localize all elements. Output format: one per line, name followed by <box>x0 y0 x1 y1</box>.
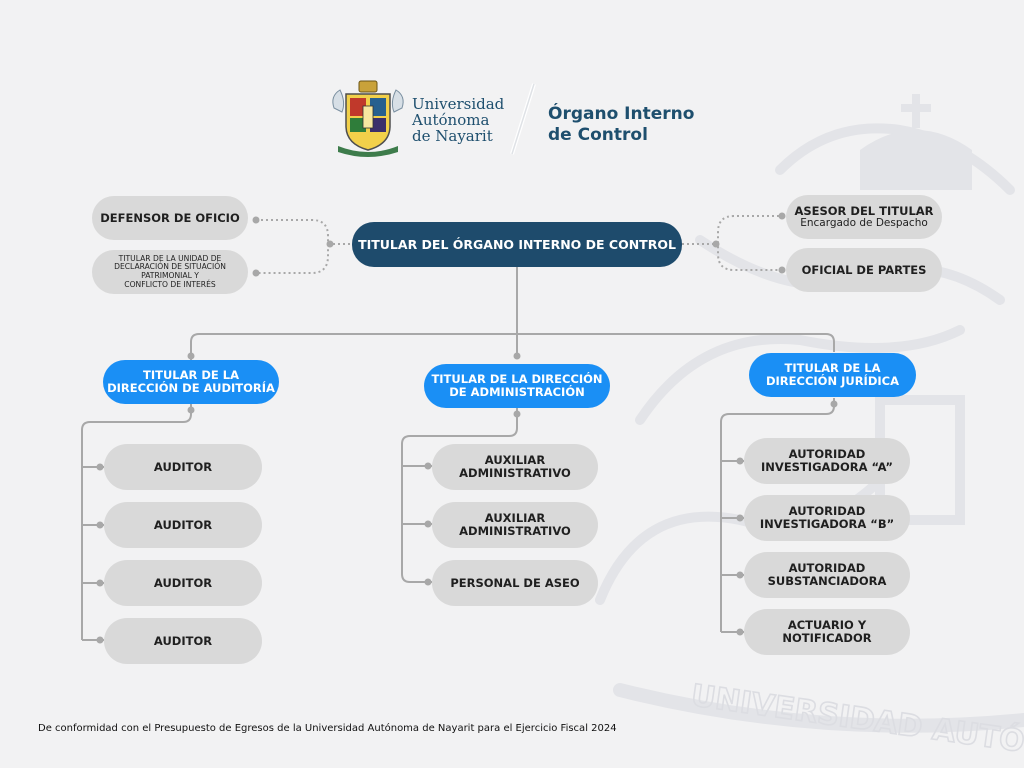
node-auxiliar-administrativo: AUXILIAR ADMINISTRATIVO <box>432 502 598 548</box>
node-label: AUDITOR <box>153 459 213 474</box>
node-auditor: AUDITOR <box>104 618 262 664</box>
node-autoridad-substanciadora: AUTORIDAD SUBSTANCIADORA <box>744 552 910 598</box>
node-direccion-juridica: TITULAR DE LA DIRECCIÓN JURÍDICA <box>749 353 916 397</box>
node-label: DIRECCIÓN JURÍDICA <box>765 374 899 388</box>
node-auditor: AUDITOR <box>104 502 262 548</box>
node-label: DEFENSOR DE OFICIO <box>100 210 240 225</box>
node-sublabel: Encargado de Despacho <box>800 217 928 229</box>
node-label: TITULAR DEL ÓRGANO INTERNO DE CONTROL <box>358 237 676 252</box>
node-asesor-del-titular: ASESOR DEL TITULAR Encargado de Despacho <box>786 195 942 239</box>
node-label: CONFLICTO DE INTERÉS <box>124 279 216 289</box>
node-label: OFICIAL DE PARTES <box>801 262 927 277</box>
divider-slash <box>510 83 536 155</box>
university-shield-icon <box>332 80 404 157</box>
node-label: AUDITOR <box>153 633 213 648</box>
node-label: SUBSTANCIADORA <box>767 574 887 588</box>
node-label: TITULAR DE LA UNIDAD DE <box>118 253 222 263</box>
node-label: PERSONAL DE ASEO <box>450 575 580 590</box>
node-direccion-auditoria: TITULAR DE LA DIRECCIÓN DE AUDITORÍA <box>103 360 279 404</box>
node-auditor: AUDITOR <box>104 444 262 490</box>
node-label: AUTORIDAD <box>788 447 866 461</box>
node-direccion-administracion: TITULAR DE LA DIRECCIÓN DE ADMINISTRACIÓ… <box>424 364 610 408</box>
node-label: NOTIFICADOR <box>782 631 872 645</box>
node-defensor-de-oficio: DEFENSOR DE OFICIO <box>92 196 248 240</box>
node-label: TITULAR DE LA DIRECCIÓN <box>431 372 603 386</box>
node-titular-unidad-declaracion: TITULAR DE LA UNIDAD DE DECLARACIÓN DE S… <box>92 250 248 294</box>
university-name-line: Universidad <box>412 95 505 113</box>
department-name-line: Órgano Interno <box>548 104 695 124</box>
university-name: Universidad Autónoma de Nayarit <box>412 96 504 144</box>
node-label: ADMINISTRATIVO <box>459 466 571 480</box>
university-name-line: Autónoma <box>412 111 490 129</box>
node-label: AUTORIDAD <box>788 561 866 575</box>
node-autoridad-investigadora-a: AUTORIDAD INVESTIGADORA “A” <box>744 438 910 484</box>
node-autoridad-investigadora-b: AUTORIDAD INVESTIGADORA “B” <box>744 495 910 541</box>
footnote: De conformidad con el Presupuesto de Egr… <box>38 723 617 734</box>
node-titular-oic: TITULAR DEL ÓRGANO INTERNO DE CONTROL <box>352 222 682 267</box>
node-label: DE ADMINISTRACIÓN <box>449 385 585 399</box>
node-label: AUTORIDAD <box>788 504 866 518</box>
node-personal-de-aseo: PERSONAL DE ASEO <box>432 560 598 606</box>
department-name: Órgano Interno de Control <box>548 104 694 146</box>
node-label: DECLARACIÓN DE SITUACIÓN <box>114 262 226 272</box>
node-label: ACTUARIO Y <box>787 618 867 632</box>
node-actuario-y-notificador: ACTUARIO Y NOTIFICADOR <box>744 609 910 655</box>
university-name-line: de Nayarit <box>412 127 493 145</box>
node-label: AUDITOR <box>153 575 213 590</box>
node-label: TITULAR DE LA <box>784 361 881 375</box>
node-label: DIRECCIÓN DE AUDITORÍA <box>107 381 275 395</box>
node-oficial-de-partes: OFICIAL DE PARTES <box>786 248 942 292</box>
department-name-line: de Control <box>548 125 648 145</box>
node-label: AUDITOR <box>153 517 213 532</box>
node-label: PATRIMONIAL Y <box>141 271 199 280</box>
header-logo: Universidad Autónoma de Nayarit Órgano I… <box>328 78 708 160</box>
node-auditor: AUDITOR <box>104 560 262 606</box>
node-auxiliar-administrativo: AUXILIAR ADMINISTRATIVO <box>432 444 598 490</box>
node-label: AUXILIAR <box>484 511 546 525</box>
node-label: INVESTIGADORA “B” <box>759 517 895 531</box>
node-label: ASESOR DEL TITULAR <box>794 204 934 218</box>
node-label: INVESTIGADORA “A” <box>761 460 893 474</box>
node-label: AUXILIAR <box>484 453 546 467</box>
node-label: ADMINISTRATIVO <box>459 524 571 538</box>
node-label: TITULAR DE LA <box>142 368 240 382</box>
